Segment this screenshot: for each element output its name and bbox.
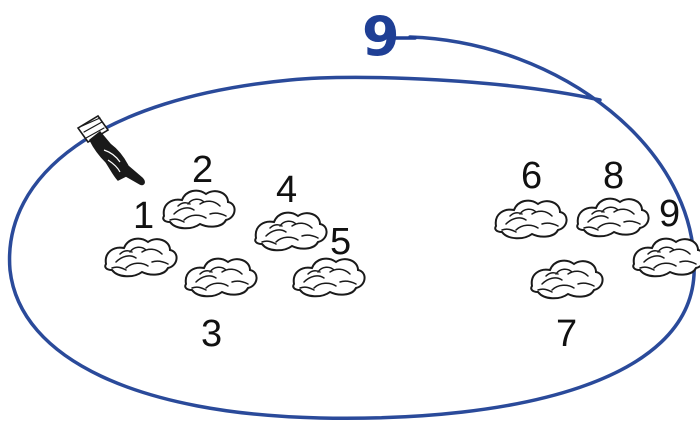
set-outline	[7, 35, 696, 421]
stone-label-9: 9	[659, 193, 680, 235]
stone-1	[104, 237, 178, 278]
stone-5	[292, 257, 366, 298]
stone-7	[530, 259, 604, 300]
stone-3	[184, 257, 258, 298]
stone-label-6: 6	[521, 155, 542, 197]
stone-label-2: 2	[192, 149, 213, 191]
stone-6	[494, 199, 568, 240]
stone-label-3: 3	[201, 313, 222, 355]
stone-label-7: 7	[556, 313, 577, 355]
stone-label-5: 5	[330, 221, 351, 263]
pointing-hand-icon	[76, 114, 145, 186]
stone-8	[576, 197, 650, 238]
stone-4	[254, 211, 328, 252]
stone-9	[632, 237, 700, 278]
stone-label-4: 4	[276, 169, 297, 211]
stone-2	[162, 189, 236, 230]
stone-label-8: 8	[603, 155, 624, 197]
stone-label-1: 1	[133, 195, 154, 237]
